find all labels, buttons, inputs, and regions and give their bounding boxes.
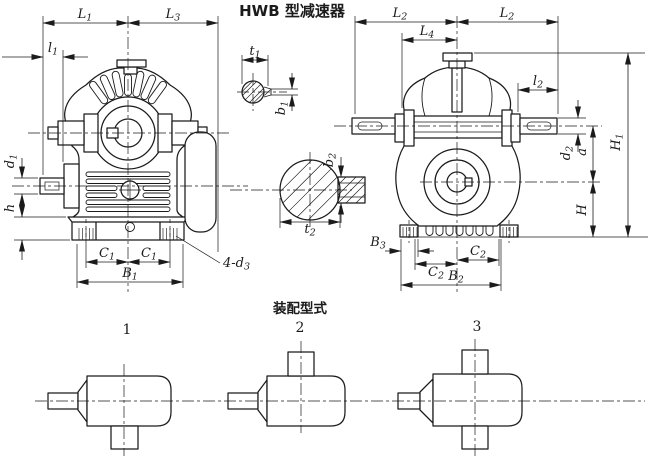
variant2-body <box>266 375 346 427</box>
variant2-number: 2 <box>296 320 305 336</box>
dim-label-h: h <box>3 204 18 212</box>
page-title: HWB 型减速器 <box>239 2 346 20</box>
dim-label-l2: l2 <box>533 74 543 91</box>
dim-label-H: H <box>575 204 590 217</box>
variant3-body <box>432 373 523 427</box>
side-bottom-fins <box>425 226 494 236</box>
front-filler-cap <box>116 59 147 75</box>
side-feet <box>399 224 648 238</box>
dim-label-L4: L4 <box>419 24 435 41</box>
assembly-variant-1 <box>47 375 172 450</box>
dim-label-L2a: L2 <box>392 6 408 23</box>
dim-label-b2: b2 <box>322 153 339 167</box>
dim-label-L2b: L2 <box>499 6 515 23</box>
side-view: L2 L2 L4 l2 H1 d2 a H B3 C2 C2 B2 <box>334 6 648 292</box>
assembly-heading: 装配型式 <box>272 300 327 317</box>
dim-label-C2b: C2 <box>470 244 486 261</box>
side-bell-housing <box>395 145 521 227</box>
front-side-bulge <box>184 131 217 233</box>
dim-label-B1: B1 <box>121 266 138 283</box>
variant3-number: 3 <box>473 319 482 335</box>
dim-label-H1: H1 <box>609 133 626 151</box>
dim-label-d1: d1 <box>3 154 20 168</box>
dim-label-b1: b1 <box>274 101 291 115</box>
dim-label-B2: B2 <box>447 269 464 286</box>
side-filler-cap <box>442 52 473 69</box>
side-worm-band <box>351 109 558 147</box>
assembly-variant-3 <box>397 349 523 450</box>
shaft-sections: t1 b1 b2 t2 <box>230 44 366 239</box>
dim-label-d2: d2 <box>559 146 576 160</box>
assembly-variant-2 <box>227 351 346 427</box>
input-shaft-section: t1 b1 <box>237 44 298 115</box>
front-dimensions: L1 L3 l1 d1 h C1 C1 B1 4-d3 <box>2 7 250 288</box>
side-dimensions: L2 L2 L4 l2 H1 d2 a H B3 C2 C2 B2 <box>354 6 645 291</box>
dim-label-C1b: C1 <box>141 246 157 263</box>
variant1-number: 1 <box>123 322 132 338</box>
dim-label-4-d3: 4-d3 <box>222 256 250 273</box>
dim-label-t1: t1 <box>249 44 260 61</box>
dim-label-C1a: C1 <box>99 246 115 263</box>
assembly-section: 装配型式 1 2 3 <box>35 300 645 457</box>
dim-label-C2a: C2 <box>428 265 444 282</box>
dim-label-t2: t2 <box>304 222 315 239</box>
dim-label-B3: B3 <box>369 235 386 252</box>
output-shaft-section: b2 t2 <box>230 152 366 239</box>
dim-label-L3: L3 <box>165 7 181 24</box>
dim-label-a: a <box>575 148 590 156</box>
variant1-output-shaft-down <box>110 425 139 450</box>
dim-label-l1: l1 <box>48 41 58 58</box>
dim-label-L1: L1 <box>77 7 93 24</box>
front-view: L1 L3 l1 d1 h C1 C1 B1 4-d3 <box>2 7 250 292</box>
